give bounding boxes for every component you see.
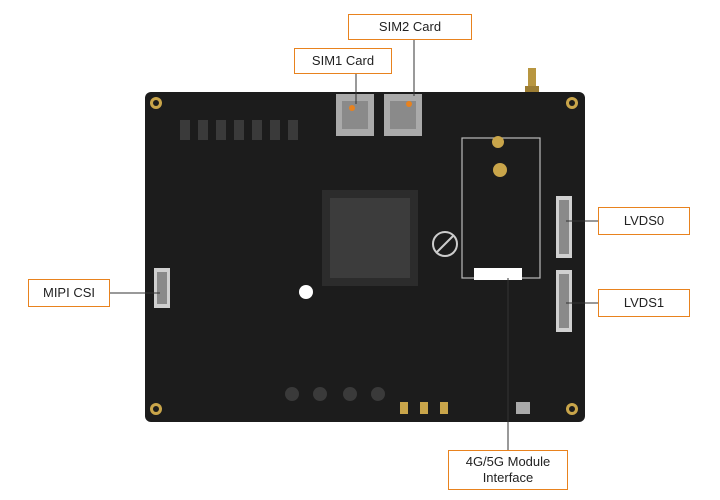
fiducial-dot	[299, 285, 313, 299]
lvds0-label: LVDS0	[598, 207, 690, 235]
sim1-slot	[336, 94, 374, 136]
sim2-card-label: SIM2 Card	[348, 14, 472, 40]
module-connector	[474, 268, 522, 280]
antenna	[525, 68, 539, 94]
sim2-slot	[384, 94, 422, 136]
lvds1-connector	[556, 270, 572, 332]
mipi-csi-label: MIPI CSI	[28, 279, 110, 307]
lvds1-label: LVDS1	[598, 289, 690, 317]
sim1-card-label: SIM1 Card	[294, 48, 392, 74]
mipi-csi-connector	[154, 268, 170, 308]
mounting-holes	[150, 97, 578, 415]
module-interface-label: 4G/5G Module Interface	[448, 450, 568, 490]
module-standoffs	[492, 136, 507, 177]
soc-module	[322, 190, 418, 286]
component-row	[180, 120, 298, 140]
lvds0-connector	[556, 196, 572, 258]
bottom-components	[285, 387, 530, 414]
pb-free-icon	[432, 231, 458, 257]
